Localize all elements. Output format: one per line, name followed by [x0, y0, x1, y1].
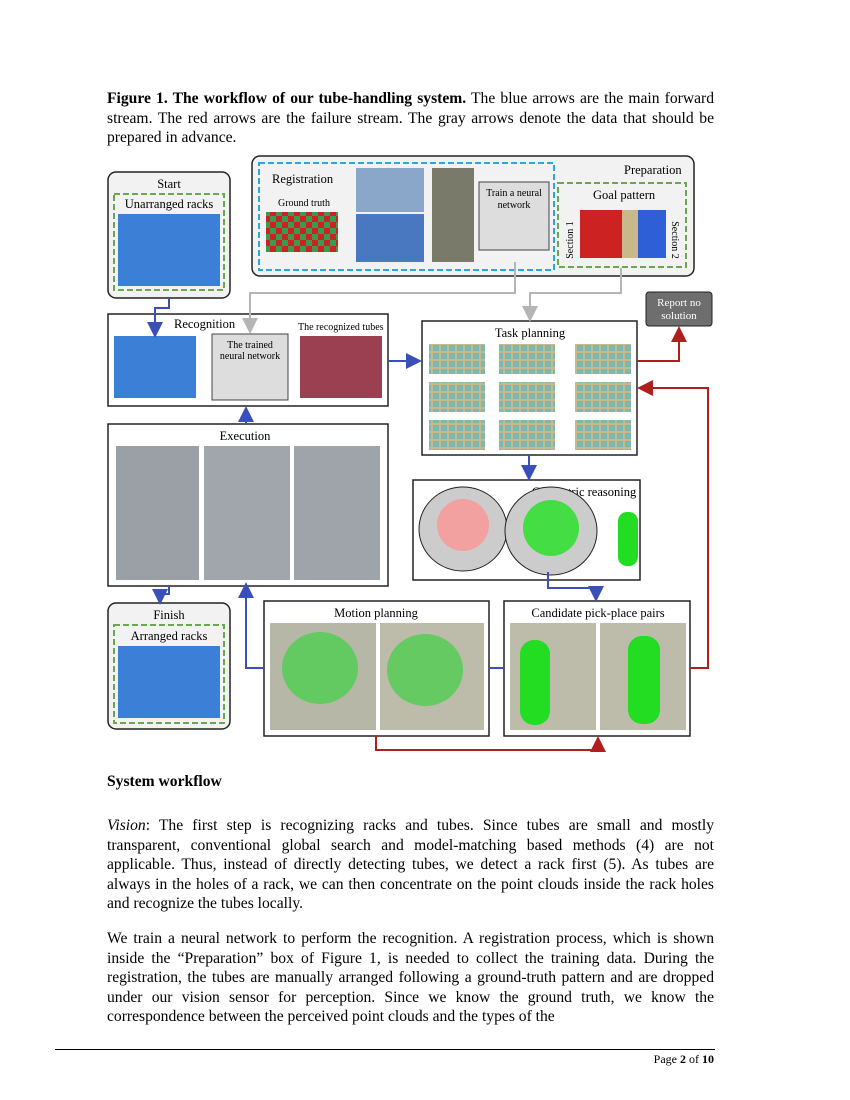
paragraph-vision: Vision: The first step is recognizing ra… — [107, 816, 714, 914]
trained-network-box — [211, 333, 289, 401]
red-arrows — [375, 326, 709, 752]
registration-photo-1 — [356, 168, 424, 212]
start-label: Start — [157, 177, 181, 191]
unarranged-label: Unarranged racks — [125, 197, 214, 211]
execution-box: Execution — [107, 423, 389, 587]
unarranged-photo — [118, 214, 220, 286]
paragraph-training: We train a neural network to perform the… — [107, 930, 714, 1026]
point-cloud-strip — [432, 168, 474, 262]
page-total: 10 — [702, 1052, 714, 1066]
arranged-label: Arranged racks — [131, 629, 208, 643]
page-word: Page — [653, 1052, 677, 1066]
vision-text: : The first step is recognizing racks an… — [107, 817, 714, 913]
section1-label: Section 1 — [565, 221, 576, 259]
footer-rule — [55, 1049, 715, 1050]
recognition-photo — [114, 336, 196, 398]
gray-arrows — [242, 262, 622, 334]
recognized-photo — [300, 336, 382, 398]
execution-photo-3 — [294, 446, 380, 580]
section2-label: Section 2 — [669, 221, 680, 259]
blue-arrows — [147, 298, 604, 669]
recognition-label: Recognition — [174, 317, 236, 331]
page-footer: Page 2 of 10 — [654, 1052, 714, 1067]
ground-truth-label: Ground truth — [278, 198, 330, 209]
candidate-label: Candidate pick-place pairs — [531, 606, 664, 620]
candidate-box: Candidate pick-place pairs — [503, 600, 691, 737]
figure-caption: Figure 1. The workflow of our tube-handl… — [107, 89, 714, 148]
task-planning-box: Task planning — [421, 320, 638, 456]
goal-grid-section2 — [638, 210, 666, 258]
execution-photo-1 — [116, 446, 199, 580]
ground-truth-grid — [266, 212, 338, 252]
geometric-box: Geometric reasoning — [412, 479, 641, 581]
execution-photo-2 — [204, 446, 290, 580]
preparation-box: Preparation Registration Ground truth Tr… — [251, 155, 695, 277]
train-network-box — [478, 181, 550, 251]
start-box: Start Unarranged racks — [107, 171, 231, 299]
page-number: 2 — [680, 1052, 686, 1066]
execution-label: Execution — [220, 429, 271, 443]
caption-label: Figure 1. The workflow of our tube-handl… — [107, 90, 467, 107]
finish-box: Finish Arranged racks — [107, 602, 231, 730]
recognized-tubes-label: The recognized tubes — [298, 322, 384, 333]
caption-text: The blue arrows are the main forward str… — [107, 90, 714, 146]
goal-grid-middle — [622, 210, 638, 258]
motion-box: Motion planning — [263, 600, 490, 737]
of-word: of — [689, 1052, 699, 1066]
goal-grid-section1 — [580, 210, 622, 258]
section-heading: System workflow — [107, 773, 222, 790]
preparation-label: Preparation — [624, 163, 682, 177]
finish-label: Finish — [153, 608, 185, 622]
recognition-box: Recognition The recognized tubes The tra… — [107, 313, 389, 407]
registration-label: Registration — [272, 172, 334, 186]
task-planning-label: Task planning — [495, 326, 566, 340]
arranged-photo — [118, 646, 220, 718]
motion-label: Motion planning — [334, 606, 418, 620]
registration-photo-2 — [356, 214, 424, 262]
goal-pattern-label: Goal pattern — [593, 188, 656, 202]
vision-italic: Vision — [107, 817, 146, 834]
